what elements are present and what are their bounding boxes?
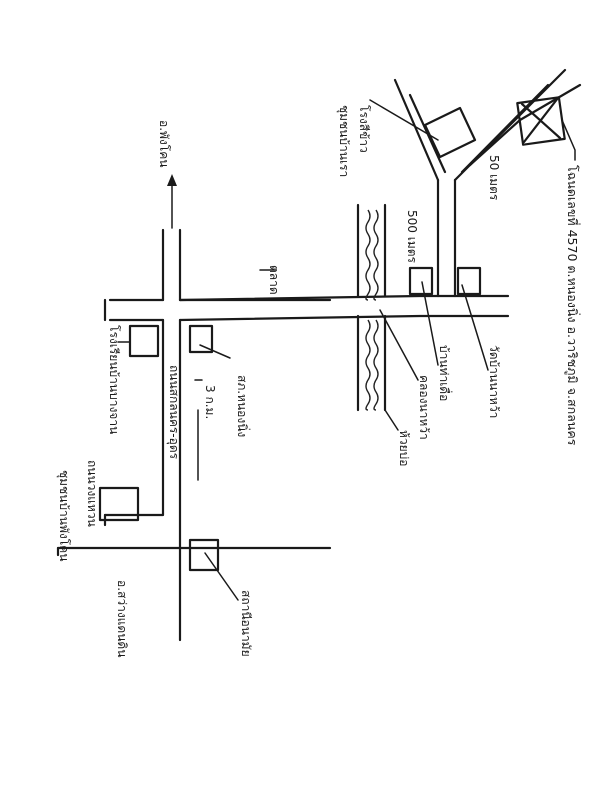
- leader-rice-mill: [369, 99, 439, 141]
- diagonal-road-inner: [408, 83, 550, 174]
- building-upper: [423, 106, 477, 159]
- label-rice-mill-b: ชุมชนบ้านเรา: [336, 105, 351, 177]
- landmarks: [98, 96, 566, 572]
- land-parcel: [516, 96, 566, 146]
- canal-water-upper-2: [373, 209, 379, 301]
- leader-temple: [461, 284, 489, 371]
- label-junction-left: ชุมชนบ้านพังโคน: [56, 470, 71, 561]
- label-road: ถนนสกลนคร-อุดร: [166, 365, 181, 460]
- label-temple: วัดบ้านนาหว้า: [487, 345, 501, 418]
- label-canal-right: ห้วยบ่อ: [397, 430, 411, 467]
- canal: [356, 203, 387, 412]
- label-title: โฉนดเลขที่ 4570 ต.หนองนิ่ง อ.วาริชภูมิ จ…: [564, 165, 581, 446]
- label-ring-road: ถนนวงแหวน: [85, 460, 99, 527]
- arrow-to-district: [167, 174, 177, 186]
- label-health-center: สถานีอนามัย: [239, 590, 253, 657]
- map-labels: โฉนดเลขที่ 4570 ต.หนองนิ่ง อ.วาริชภูมิ จ…: [56, 105, 581, 657]
- box-right-junction: [188, 324, 214, 354]
- leader-canal-left: [379, 309, 419, 381]
- label-school: โรงเรียนบ้านบางจาน: [107, 325, 121, 434]
- road-marker-3km: [194, 379, 203, 481]
- canal-water-lower-2: [373, 319, 379, 411]
- label-village: บ้านท่าเดื่อ: [437, 345, 453, 401]
- diagonal-road-left: [393, 78, 440, 182]
- leader-title: [561, 119, 576, 161]
- label-distance-500m: 500 เมตร: [405, 210, 419, 264]
- label-3km: 3 ก.ม.: [203, 385, 217, 419]
- leader-canal-right: [384, 409, 399, 431]
- label-police: สภ.หนองนิ่ง: [235, 375, 251, 437]
- leader-500: [421, 281, 439, 366]
- land-parcel-cross: [520, 96, 562, 144]
- label-canal-left: คลองนาหว้า: [417, 375, 431, 440]
- canal-water-lower: [365, 319, 371, 411]
- leader-km3: [199, 344, 231, 359]
- cross-road-left-edge: [103, 228, 165, 517]
- canal-water-upper: [365, 209, 371, 301]
- temple-box: [456, 266, 482, 296]
- box-left-junction: [128, 324, 160, 358]
- building-500m: [408, 266, 434, 296]
- label-market: ตลาด: [267, 265, 281, 295]
- box-bottom-left: [98, 486, 140, 522]
- label-district-office: อ.พังโคน: [157, 120, 171, 167]
- long-road-upper-edge: [178, 294, 510, 302]
- left-branch-road: [108, 298, 165, 322]
- leaders: [117, 99, 576, 601]
- label-distance-50m: 50 เมตร: [487, 155, 501, 201]
- label-rice-mill-a: โรงสีข้าว: [357, 105, 371, 153]
- leader-box-bottom-mid: [204, 552, 239, 601]
- long-road-lower-edge: [178, 314, 510, 322]
- label-to-district: อ.สว่างแดนดิน: [115, 580, 129, 657]
- box-bottom-mid: [188, 538, 220, 572]
